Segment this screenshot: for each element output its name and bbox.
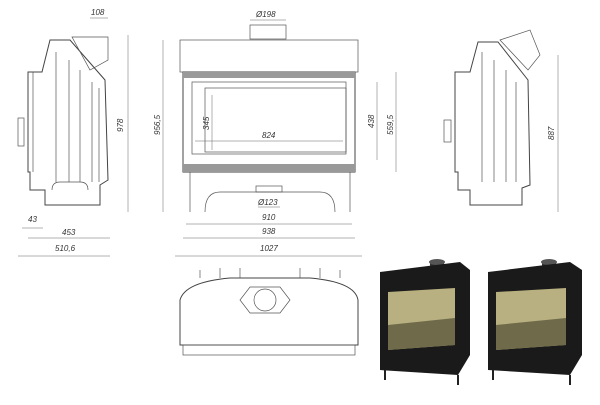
dim-123: Ø123 [257, 198, 278, 207]
dim-438: 438 [367, 114, 376, 128]
dim-978: 978 [116, 118, 125, 132]
plan-view [179, 268, 359, 356]
dim-1027: 1027 [260, 244, 278, 253]
dim-910: 910 [262, 213, 276, 222]
right-side-view: 887 [443, 29, 559, 212]
dim-43: 43 [28, 215, 37, 224]
dim-824: 824 [262, 131, 276, 140]
dim-345: 345 [202, 116, 211, 130]
dim-938: 938 [262, 227, 276, 236]
render-insert-2 [488, 259, 582, 385]
dim-453: 453 [62, 228, 76, 237]
dim-887: 887 [547, 126, 556, 140]
left-side-view: 108 978 43 453 510,6 [17, 8, 129, 257]
front-view: Ø198 956,5 345 824 438 559,5 Ø123 910 93… [153, 10, 397, 257]
render-insert-1 [380, 259, 470, 385]
dim-559-5: 559,5 [386, 114, 395, 135]
dim-flue-198: Ø198 [255, 10, 276, 19]
dim-956-5: 956,5 [153, 114, 162, 135]
dim-510-6: 510,6 [55, 244, 76, 253]
dim-108: 108 [91, 8, 105, 17]
